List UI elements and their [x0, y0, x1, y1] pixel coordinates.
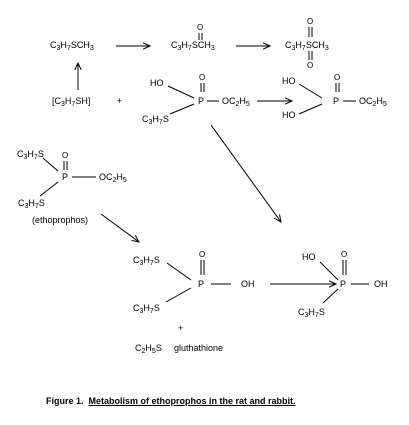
final-propylthio: C3H7S	[298, 307, 325, 319]
figure-caption: Figure 1. Metabolism of ethoprophos in t…	[46, 396, 296, 406]
ethoprophos-label: (ethoprophos)	[32, 215, 88, 225]
right-phosphorus: P	[333, 96, 339, 106]
plus-sign-2: +	[178, 323, 183, 333]
caption-prefix: Figure 1.	[46, 396, 84, 406]
right-phosphoryl-oxygen: O	[334, 73, 340, 92]
final-phosphorus: P	[340, 279, 346, 289]
arrow-mid-to-final	[210, 124, 281, 222]
svg-text:O: O	[199, 250, 205, 259]
bottom-hydroxyl: OH	[241, 279, 255, 289]
svg-text:O: O	[62, 151, 68, 160]
methylpropyl-sulfide: C3H7SCH3	[50, 40, 94, 52]
caption-title: Metabolism of ethoprophos in the rat and…	[88, 396, 296, 406]
right-hydroxyl-bottom: HO	[282, 110, 296, 120]
arrow-ethoprophos-to-dithio	[100, 213, 139, 242]
svg-text:O: O	[341, 250, 347, 259]
propanethiol: [C3H7SH]	[52, 96, 90, 108]
ethoprophos-phosphorus: P	[62, 172, 68, 182]
mid-ethoxy: OC2H5	[222, 96, 250, 108]
ethoprophos-ethoxy: OC2H5	[99, 172, 127, 184]
sulfone-oxygen-bottom: O	[307, 51, 313, 70]
svg-text:O: O	[199, 73, 205, 82]
ethoprophos-propylthio-top: C3H7S	[17, 149, 44, 161]
svg-text:O: O	[197, 23, 203, 32]
methylpropyl-sulfoxide: C3H7SCH3	[171, 40, 215, 52]
final-hydroxyl-right: OH	[374, 279, 388, 289]
svg-text:O: O	[334, 73, 340, 82]
mid-phosphorus: P	[198, 96, 204, 106]
bottom-phosphoryl-oxygen: O	[199, 250, 205, 275]
ethoprophos-propylthio-bottom: C3H7S	[18, 198, 45, 210]
right-ethoxy: OC2H5	[359, 96, 387, 108]
mid-phosphoryl-oxygen: O	[199, 73, 205, 92]
methylpropyl-sulfone: C3H7SCH3	[285, 40, 329, 52]
svg-text:O: O	[307, 61, 313, 70]
ethoprophos-phosphoryl-oxygen: O	[62, 151, 68, 170]
bottom-propylthio-bottom: C3H7S	[133, 303, 160, 315]
plus-sign-1: +	[117, 96, 122, 106]
svg-text:O: O	[307, 17, 313, 26]
mid-hydroxyl: HO	[150, 78, 164, 88]
bottom-propylthio-top: C3H7S	[133, 255, 160, 267]
bottom-phosphorus: P	[198, 279, 204, 289]
final-hydroxyl-left: HO	[302, 252, 316, 262]
sulfoxide-oxygen: O	[197, 23, 203, 40]
right-hydroxyl-top: HO	[282, 76, 296, 86]
final-phosphoryl-oxygen: O	[341, 250, 347, 275]
gluthathione-label: gluthathione	[174, 343, 223, 353]
mid-propylthio: C3H7S	[142, 114, 169, 126]
sulfone-oxygen-top: O	[307, 17, 313, 37]
ethylthio-group: C2H5S	[135, 343, 162, 355]
